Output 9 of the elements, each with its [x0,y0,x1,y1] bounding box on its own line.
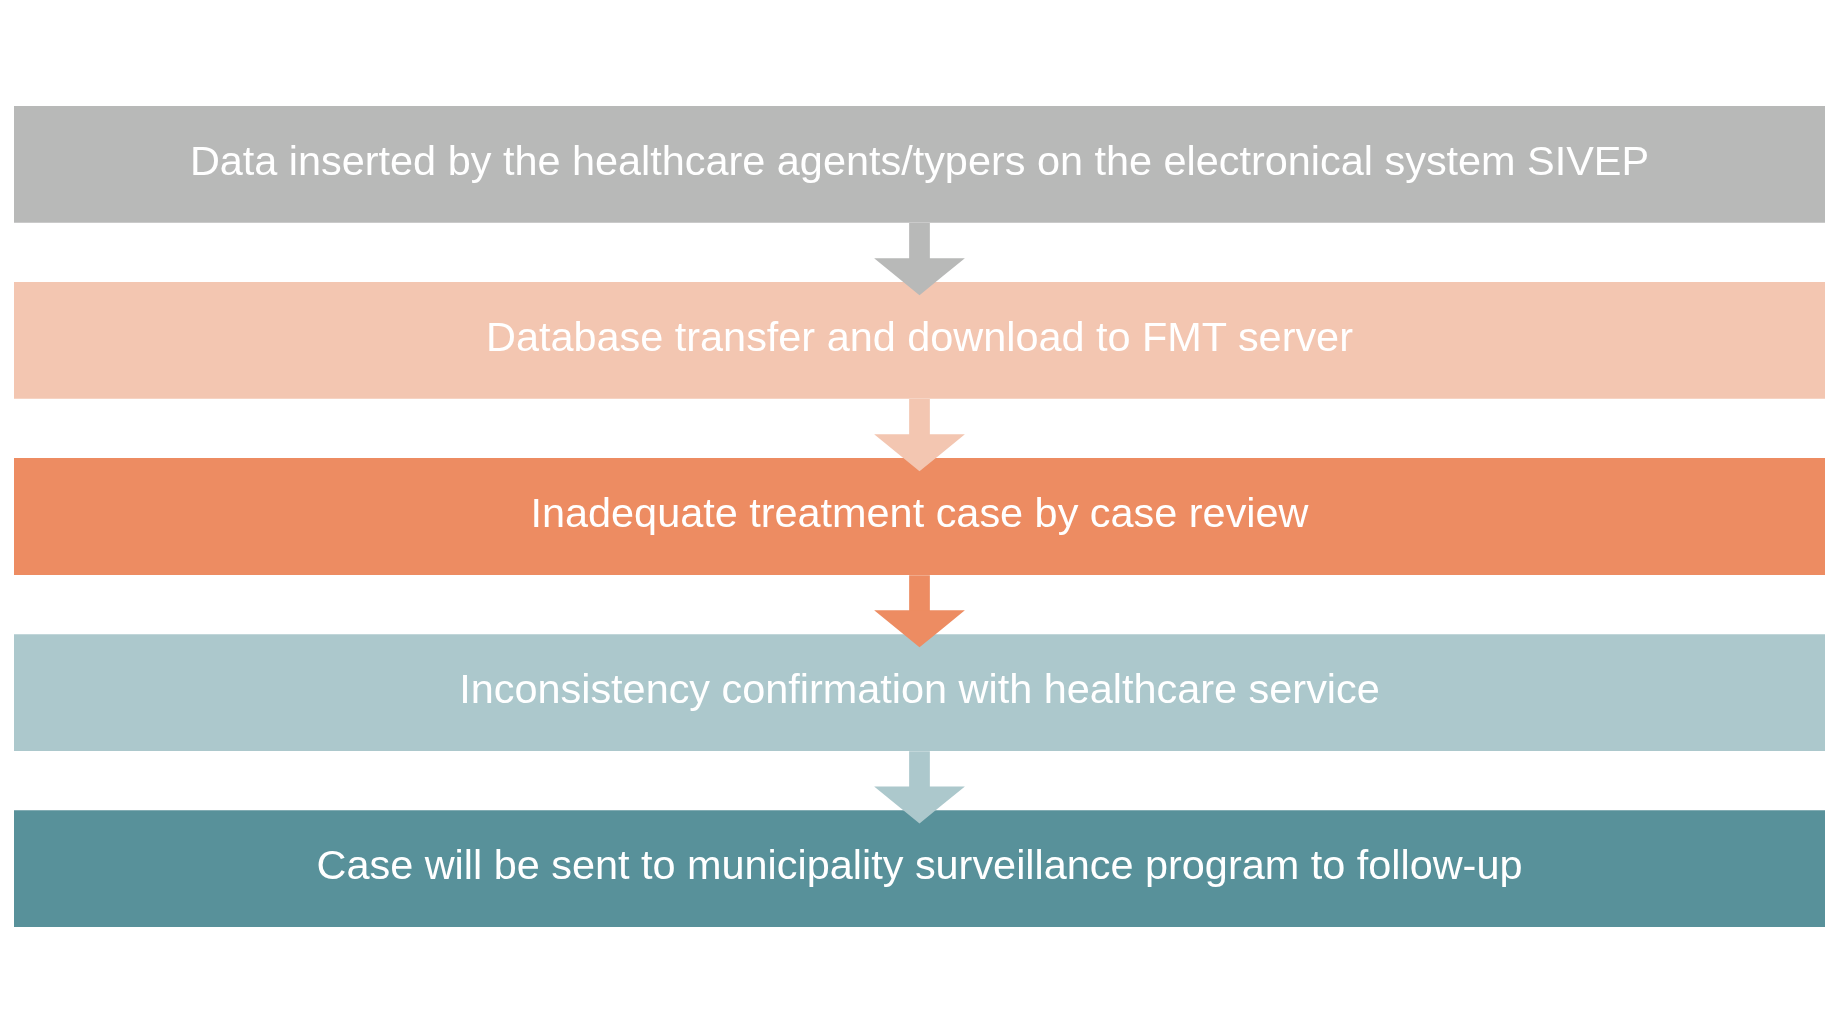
arrow [874,575,965,648]
node-box: Inadequate treatment case by case review [14,458,1825,575]
node-box: Case will be sent to municipality surveillance program to follow-up [14,810,1825,928]
node-box: Data inserted by the healthcare agents/typers on the electronical system SIVEP [14,105,1825,223]
node-box: Database transfer and download to FMT server [14,282,1825,399]
arrow [874,223,965,296]
node-box: Inconsistency confirmation with healthcare service [14,634,1825,751]
arrow [874,399,965,472]
arrow [874,751,965,824]
